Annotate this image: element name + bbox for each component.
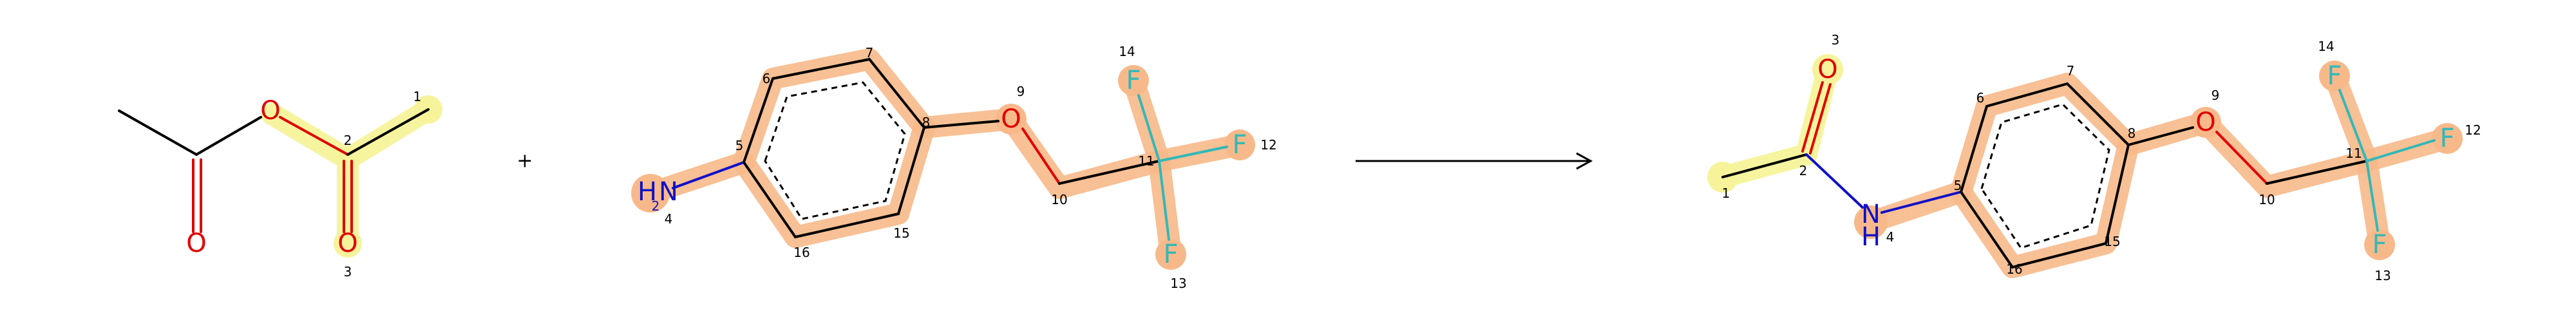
p-atom-index-16: 16 [2006, 261, 2022, 277]
p-atom-index-12: 12 [2465, 122, 2481, 138]
atom-index-3: 3 [344, 264, 352, 279]
bond-n-c5 [672, 161, 745, 189]
atom-index-9: 9 [1017, 84, 1025, 99]
highlight-atom-12 [1224, 129, 1255, 160]
bond-methyl-carbonyl-left [118, 109, 198, 156]
atom-O-bridge: O [260, 96, 280, 126]
highlight-atom-9 [996, 104, 1027, 135]
highlight-atom-4 [631, 174, 670, 213]
atom-index-13: 13 [1170, 276, 1186, 291]
p-atom-index-2: 2 [1799, 163, 1808, 178]
atom-index-12: 12 [1260, 137, 1276, 153]
atom-F-14: F [1126, 66, 1141, 95]
highlight-atom-3 [334, 229, 362, 258]
bond-p-c1-c2 [1721, 153, 1808, 178]
bond-o-carbonyl-right [279, 116, 349, 156]
product-acetanilide: O N H O F F F 1 2 3 4 5 6 7 8 9 10 11 12… [1707, 32, 2481, 283]
atom-p-F-14: F [2327, 61, 2342, 91]
p-atom-index-10: 10 [2259, 192, 2275, 207]
bond-carbonyl-o-left [195, 116, 262, 156]
atom-index-14: 14 [1119, 44, 1135, 59]
atom-index-8: 8 [922, 115, 931, 130]
bond-c11-f12 [1158, 146, 1228, 162]
atom-index-5: 5 [735, 138, 744, 153]
p-atom-index-3: 3 [1832, 32, 1840, 48]
atom-p-O-carbonyl: O [1817, 55, 1837, 84]
highlight-atom-13 [1155, 239, 1186, 270]
bond-p-c10-c11 [2266, 160, 2368, 185]
bond-p-n-c5 [1880, 191, 1962, 214]
bond-p-c11-f12 [2365, 139, 2436, 162]
highlight-p-atom-12 [2432, 123, 2463, 154]
p-atom-index-4: 4 [1886, 229, 1895, 245]
p-aromatic-circle [1980, 103, 2110, 249]
p-atom-index-9: 9 [2211, 88, 2220, 103]
atom-index-1: 1 [413, 89, 422, 104]
p-atom-index-6: 6 [1976, 90, 1985, 106]
atom-index-16: 16 [793, 245, 810, 260]
p-atom-index-5: 5 [1954, 178, 1962, 193]
bond-c10-c11 [1058, 160, 1160, 185]
highlight-p-atom-13 [2364, 229, 2395, 260]
h2-subscript: 2 [652, 198, 660, 214]
atom-F-13: F [1163, 240, 1178, 269]
bond-p-o9-c10 [2215, 131, 2268, 185]
bond-carbonyl-methyl-right [346, 108, 430, 156]
p-atom-index-7: 7 [2067, 63, 2075, 79]
bond-p-c11-f13 [2365, 160, 2379, 232]
bond-c8-o9 [923, 120, 999, 129]
bond-p-c2-n [1805, 153, 1864, 209]
aromatic-circle [764, 81, 906, 220]
highlight-acetyl-group [337, 99, 439, 254]
atom-index-2: 2 [344, 133, 352, 148]
highlight-p-atom-14 [2319, 61, 2350, 91]
p-atom-index-1: 1 [1722, 185, 1730, 201]
highlight-p-atom-9 [2190, 107, 2221, 138]
atom-N-amine: N [659, 177, 678, 207]
atom-O-ether: O [1001, 104, 1021, 134]
atom-F-12: F [1232, 130, 1247, 160]
reaction-arrow [1356, 152, 1593, 170]
p-atom-index-13: 13 [2374, 268, 2391, 283]
atom-index-6: 6 [762, 71, 771, 86]
highlight-atom-14 [1118, 65, 1149, 96]
highlight-bridge-bond [261, 103, 359, 170]
bond-c11-f14 [1137, 94, 1160, 162]
atom-index-4: 4 [665, 211, 673, 227]
p-atom-index-8: 8 [2128, 126, 2136, 141]
atom-index-11: 11 [1138, 153, 1154, 169]
bond-p-c8-o9 [2127, 126, 2194, 146]
atom-p-F-12: F [2439, 124, 2454, 153]
highlight-p-atom-4 [1854, 205, 1888, 239]
arrow-head [1576, 152, 1593, 170]
p-atom-index-15: 15 [2104, 234, 2120, 249]
atom-O-carbonyl-left: O [186, 229, 206, 258]
bond-p-co-b [1809, 83, 1832, 155]
atom-p-N-amide: N [1861, 200, 1880, 229]
plus-sign: + [516, 150, 533, 173]
reactant-aniline: H N 2 O F F F 4 5 6 7 8 9 10 11 12 13 14… [631, 44, 1277, 291]
atom-H-amine: H [638, 177, 657, 207]
atom-p-F-13: F [2372, 230, 2387, 260]
bond-c11-f13 [1158, 160, 1170, 241]
reactant-acetic-anhydride: O O O 1 2 3 [118, 89, 442, 279]
highlight-p-ring-lower [1950, 134, 2139, 278]
highlight-p-atom-3 [1812, 54, 1843, 85]
atom-index-7: 7 [866, 45, 874, 61]
p-atom-index-11: 11 [2345, 146, 2362, 161]
bond-p-co-a [1801, 81, 1824, 153]
atom-index-10: 10 [1051, 192, 1067, 207]
bond-p-c11-f14 [2338, 89, 2368, 162]
atom-O-carbonyl-right: O [337, 229, 357, 258]
p-atom-index-14: 14 [2318, 39, 2334, 54]
highlight-ring-lower [733, 117, 935, 248]
atom-index-15: 15 [893, 225, 909, 241]
bond-o9-c10 [1021, 128, 1061, 185]
atom-p-H-amide: H [1861, 222, 1880, 252]
atom-p-O-ether: O [2195, 108, 2215, 137]
